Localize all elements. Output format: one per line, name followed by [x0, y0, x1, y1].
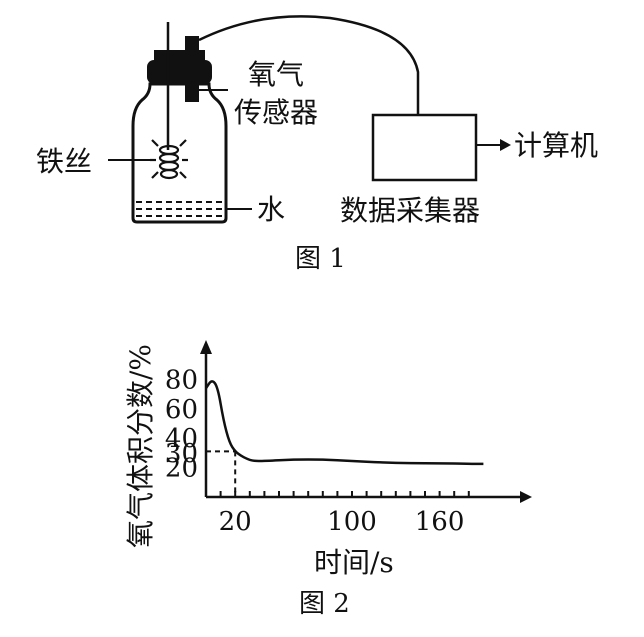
- y-tick-label: 20: [165, 454, 198, 484]
- sensor-cable: [198, 15, 420, 115]
- y-tick-label: 30: [165, 439, 198, 469]
- figure-1: 氧气 传感器 铁丝 水 数据采集器 计算机 图 1: [36, 15, 598, 274]
- series-line-oxygen: [204, 380, 484, 466]
- y-axis-arrow-icon: [200, 340, 212, 354]
- wire-label: 铁丝: [36, 145, 92, 178]
- x-axis-arrow-icon: [520, 491, 532, 503]
- sensor-label-2: 传感器: [234, 96, 318, 129]
- bottle: [131, 82, 228, 224]
- water: [136, 201, 223, 217]
- sensor-label-1: 氧气: [248, 58, 304, 91]
- figure-1-caption: 图 1: [295, 244, 346, 274]
- x-tick-label: 160: [415, 507, 465, 537]
- x-axis-label: 时间/s: [314, 546, 394, 579]
- x-tick-label: 100: [327, 507, 377, 537]
- iron-wire-coil: [150, 139, 188, 180]
- y-tick-label: 80: [165, 365, 198, 395]
- y-tick-label: 60: [165, 395, 198, 425]
- y-axis-label: 氧气体积分数/%: [124, 344, 157, 548]
- data-collector-box: [371, 113, 478, 182]
- computer-label: 计算机: [514, 129, 598, 162]
- arrow-right-icon: [500, 139, 511, 151]
- collector-label: 数据采集器: [340, 194, 480, 227]
- x-tick-marks: 20 100 160: [219, 491, 470, 537]
- figure-2-caption: 图 2: [299, 589, 350, 619]
- reference-dashed-lines: [206, 450, 237, 497]
- x-tick-label: 20: [219, 507, 252, 537]
- y-tick-label: 40: [165, 424, 198, 454]
- oxygen-sensor-probe: [185, 36, 199, 102]
- bottle-stopper: [147, 60, 212, 84]
- water-label: 水: [257, 193, 285, 226]
